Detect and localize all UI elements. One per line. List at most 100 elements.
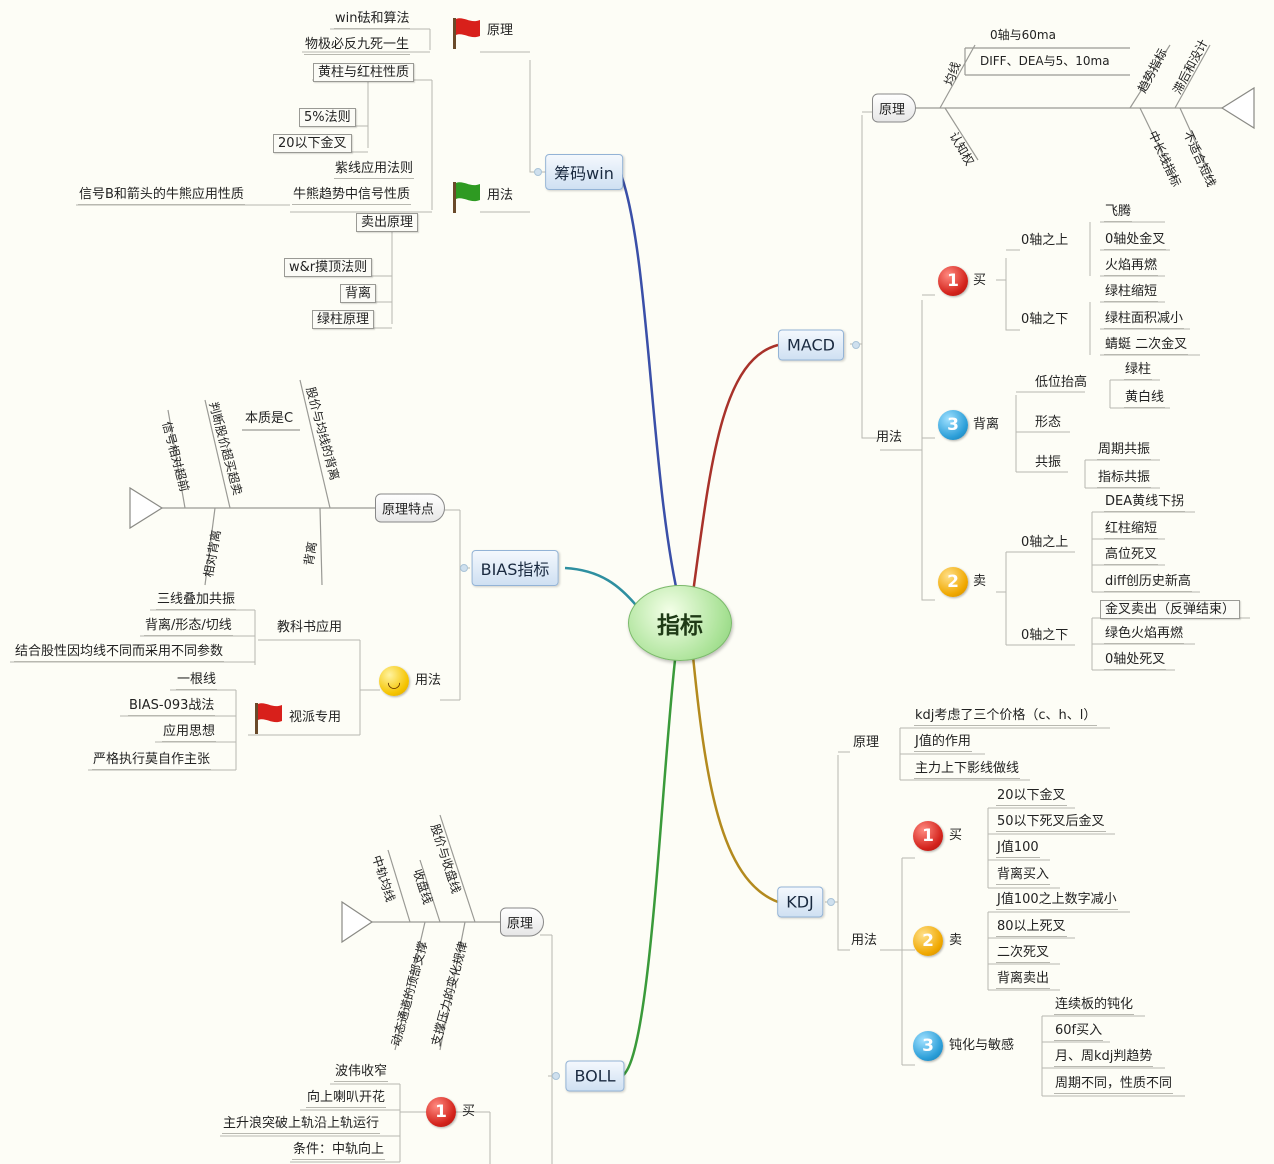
kdj-dun[interactable]: 钝化与敏感 <box>949 1038 1015 1053</box>
chouma-maichu[interactable]: 卖出原理 <box>356 213 419 232</box>
chouma-item[interactable]: 信号B和箭头的牛熊应用性质 <box>78 186 245 205</box>
chouma-huang[interactable]: 黄柱与红柱性质 <box>313 63 415 82</box>
macd-yuanli[interactable]: 原理 <box>871 93 917 123</box>
collapse-dot[interactable] <box>552 1072 560 1080</box>
collapse-dot[interactable] <box>827 898 835 906</box>
kdj-buy[interactable]: 买 <box>949 828 963 843</box>
smile-icon: ◡ <box>379 666 409 696</box>
macd-item[interactable]: 高位死叉 <box>1104 546 1159 565</box>
kdj-yongfa[interactable]: 用法 <box>851 933 878 948</box>
badge-three-icon: 3 <box>938 410 968 440</box>
macd-item[interactable]: 飞腾 <box>1104 203 1133 222</box>
branch-macd[interactable]: MACD <box>778 329 844 361</box>
badge-three-icon: 3 <box>913 1031 943 1061</box>
macd-item[interactable]: 黄白线 <box>1124 389 1166 408</box>
macd-item[interactable]: 蜻蜓 二次金叉 <box>1104 336 1189 355</box>
bias-yuanli[interactable]: 原理特点 <box>374 493 446 523</box>
macd-item[interactable]: 红柱缩短 <box>1104 520 1159 539</box>
kdj-item[interactable]: 主力上下影线做线 <box>914 760 1021 779</box>
macd-item[interactable]: DEA黄线下拐 <box>1104 493 1186 512</box>
boll-item[interactable]: 波伟收窄 <box>334 1063 389 1082</box>
boll-yuanli[interactable]: 原理 <box>499 907 545 937</box>
macd-item[interactable]: 绿色火焰再燃 <box>1104 625 1185 644</box>
macd-item[interactable]: diff创历史新高 <box>1104 573 1192 592</box>
bias-item[interactable]: 严格执行莫自作主张 <box>92 751 212 770</box>
collapse-dot[interactable] <box>534 168 542 176</box>
macd-item[interactable]: 0轴之下 <box>1021 312 1069 327</box>
chouma-item[interactable]: 5%法则 <box>299 108 356 127</box>
macd-item[interactable]: 0轴之下 <box>1021 628 1069 643</box>
macd-yongfa[interactable]: 用法 <box>876 430 903 445</box>
chouma-item[interactable]: 绿柱原理 <box>312 310 375 329</box>
bias-item[interactable]: 结合股性因均线不同而采用不同参数 <box>14 643 225 662</box>
chouma-item[interactable]: 牛熊趋势中信号性质 <box>292 186 412 205</box>
macd-fish: DIFF、DEA与5、10ma <box>980 54 1110 68</box>
kdj-yuanli[interactable]: 原理 <box>853 735 880 750</box>
kdj-item[interactable]: 20以下金叉 <box>996 787 1067 806</box>
bias-item[interactable]: 应用思想 <box>162 723 217 742</box>
kdj-item[interactable]: 月、周kdj判趋势 <box>1054 1048 1154 1067</box>
badge-two-icon: 2 <box>938 567 968 597</box>
bias-yongfa[interactable]: 用法 <box>415 673 442 688</box>
red-flag-icon <box>453 18 480 49</box>
macd-item[interactable]: 共振 <box>1035 455 1062 470</box>
macd-buy[interactable]: 买 <box>973 273 987 288</box>
bias-shipan[interactable]: 视派专用 <box>289 710 342 725</box>
chouma-yuanli[interactable]: 原理 <box>487 23 514 38</box>
macd-item[interactable]: 0轴之上 <box>1021 535 1069 550</box>
chouma-item[interactable]: 20以下金叉 <box>273 134 352 153</box>
kdj-item[interactable]: 周期不同，性质不同 <box>1054 1075 1174 1094</box>
boll-item[interactable]: 条件：中轨向上 <box>292 1141 386 1160</box>
macd-item[interactable]: 绿柱 <box>1124 361 1153 380</box>
collapse-dot[interactable] <box>460 564 468 572</box>
chouma-item[interactable]: win砝和算法 <box>334 10 411 29</box>
kdj-item[interactable]: 二次死叉 <box>996 944 1051 963</box>
boll-item[interactable]: 主升浪突破上轨沿上轨运行 <box>222 1115 381 1134</box>
red-flag-icon <box>255 703 282 734</box>
boll-item[interactable]: 向上喇叭开花 <box>306 1089 387 1108</box>
branch-chouma[interactable]: 筹码win <box>545 154 623 190</box>
boll-buy[interactable]: 买 <box>462 1104 476 1119</box>
kdj-item[interactable]: 80以上死叉 <box>996 918 1067 937</box>
kdj-item[interactable]: 50以下死叉后金叉 <box>996 813 1106 832</box>
badge-one-icon: 1 <box>426 1097 456 1127</box>
macd-item[interactable]: 绿柱面积减小 <box>1104 310 1185 329</box>
macd-item[interactable]: 形态 <box>1035 415 1062 430</box>
bias-item[interactable]: 一根线 <box>176 671 218 690</box>
branch-kdj[interactable]: KDJ <box>777 886 823 918</box>
macd-item[interactable]: 指标共振 <box>1097 469 1152 488</box>
macd-item[interactable]: 0轴处死叉 <box>1104 651 1167 670</box>
macd-item[interactable]: 0轴之上 <box>1021 233 1069 248</box>
macd-item[interactable]: 火焰再燃 <box>1104 257 1159 276</box>
kdj-item[interactable]: J值100 <box>996 839 1040 858</box>
bias-fish: 本质是C <box>245 411 294 426</box>
macd-item[interactable]: 周期共振 <box>1097 441 1152 460</box>
kdj-item[interactable]: J值100之上数字减小 <box>996 891 1118 910</box>
macd-item[interactable]: 0轴处金叉 <box>1104 231 1167 250</box>
kdj-item[interactable]: J值的作用 <box>914 733 972 752</box>
kdj-item[interactable]: 背离买入 <box>996 866 1051 885</box>
chouma-item[interactable]: 物极必反九死一生 <box>304 36 411 55</box>
kdj-item[interactable]: kdj考虑了三个价格（c、h、l） <box>914 707 1098 726</box>
chouma-yongfa[interactable]: 用法 <box>487 188 514 203</box>
macd-item[interactable]: 金叉卖出（反弹结束） <box>1100 600 1241 619</box>
chouma-item[interactable]: 紫线应用法则 <box>334 160 415 179</box>
kdj-sell[interactable]: 卖 <box>949 933 963 948</box>
kdj-item[interactable]: 连续板的钝化 <box>1054 996 1135 1015</box>
macd-item[interactable]: 低位抬高 <box>1035 375 1088 390</box>
branch-bias[interactable]: BIAS指标 <box>471 550 559 586</box>
macd-beili[interactable]: 背离 <box>973 417 1000 432</box>
chouma-item[interactable]: 背离 <box>340 284 377 303</box>
bias-item[interactable]: BIAS-093战法 <box>128 697 216 716</box>
macd-sell[interactable]: 卖 <box>973 574 987 589</box>
macd-item[interactable]: 绿柱缩短 <box>1104 283 1159 302</box>
kdj-item[interactable]: 背离卖出 <box>996 970 1051 989</box>
bias-jiaokeshu[interactable]: 教科书应用 <box>277 620 343 635</box>
kdj-item[interactable]: 60f买入 <box>1054 1022 1104 1041</box>
collapse-dot[interactable] <box>852 341 860 349</box>
chouma-item[interactable]: w&r摸顶法则 <box>284 258 373 277</box>
bias-item[interactable]: 三线叠加共振 <box>156 591 237 610</box>
center-node[interactable]: 指标 <box>628 585 732 661</box>
branch-boll[interactable]: BOLL <box>565 1060 625 1092</box>
bias-item[interactable]: 背离/形态/切线 <box>144 617 233 636</box>
